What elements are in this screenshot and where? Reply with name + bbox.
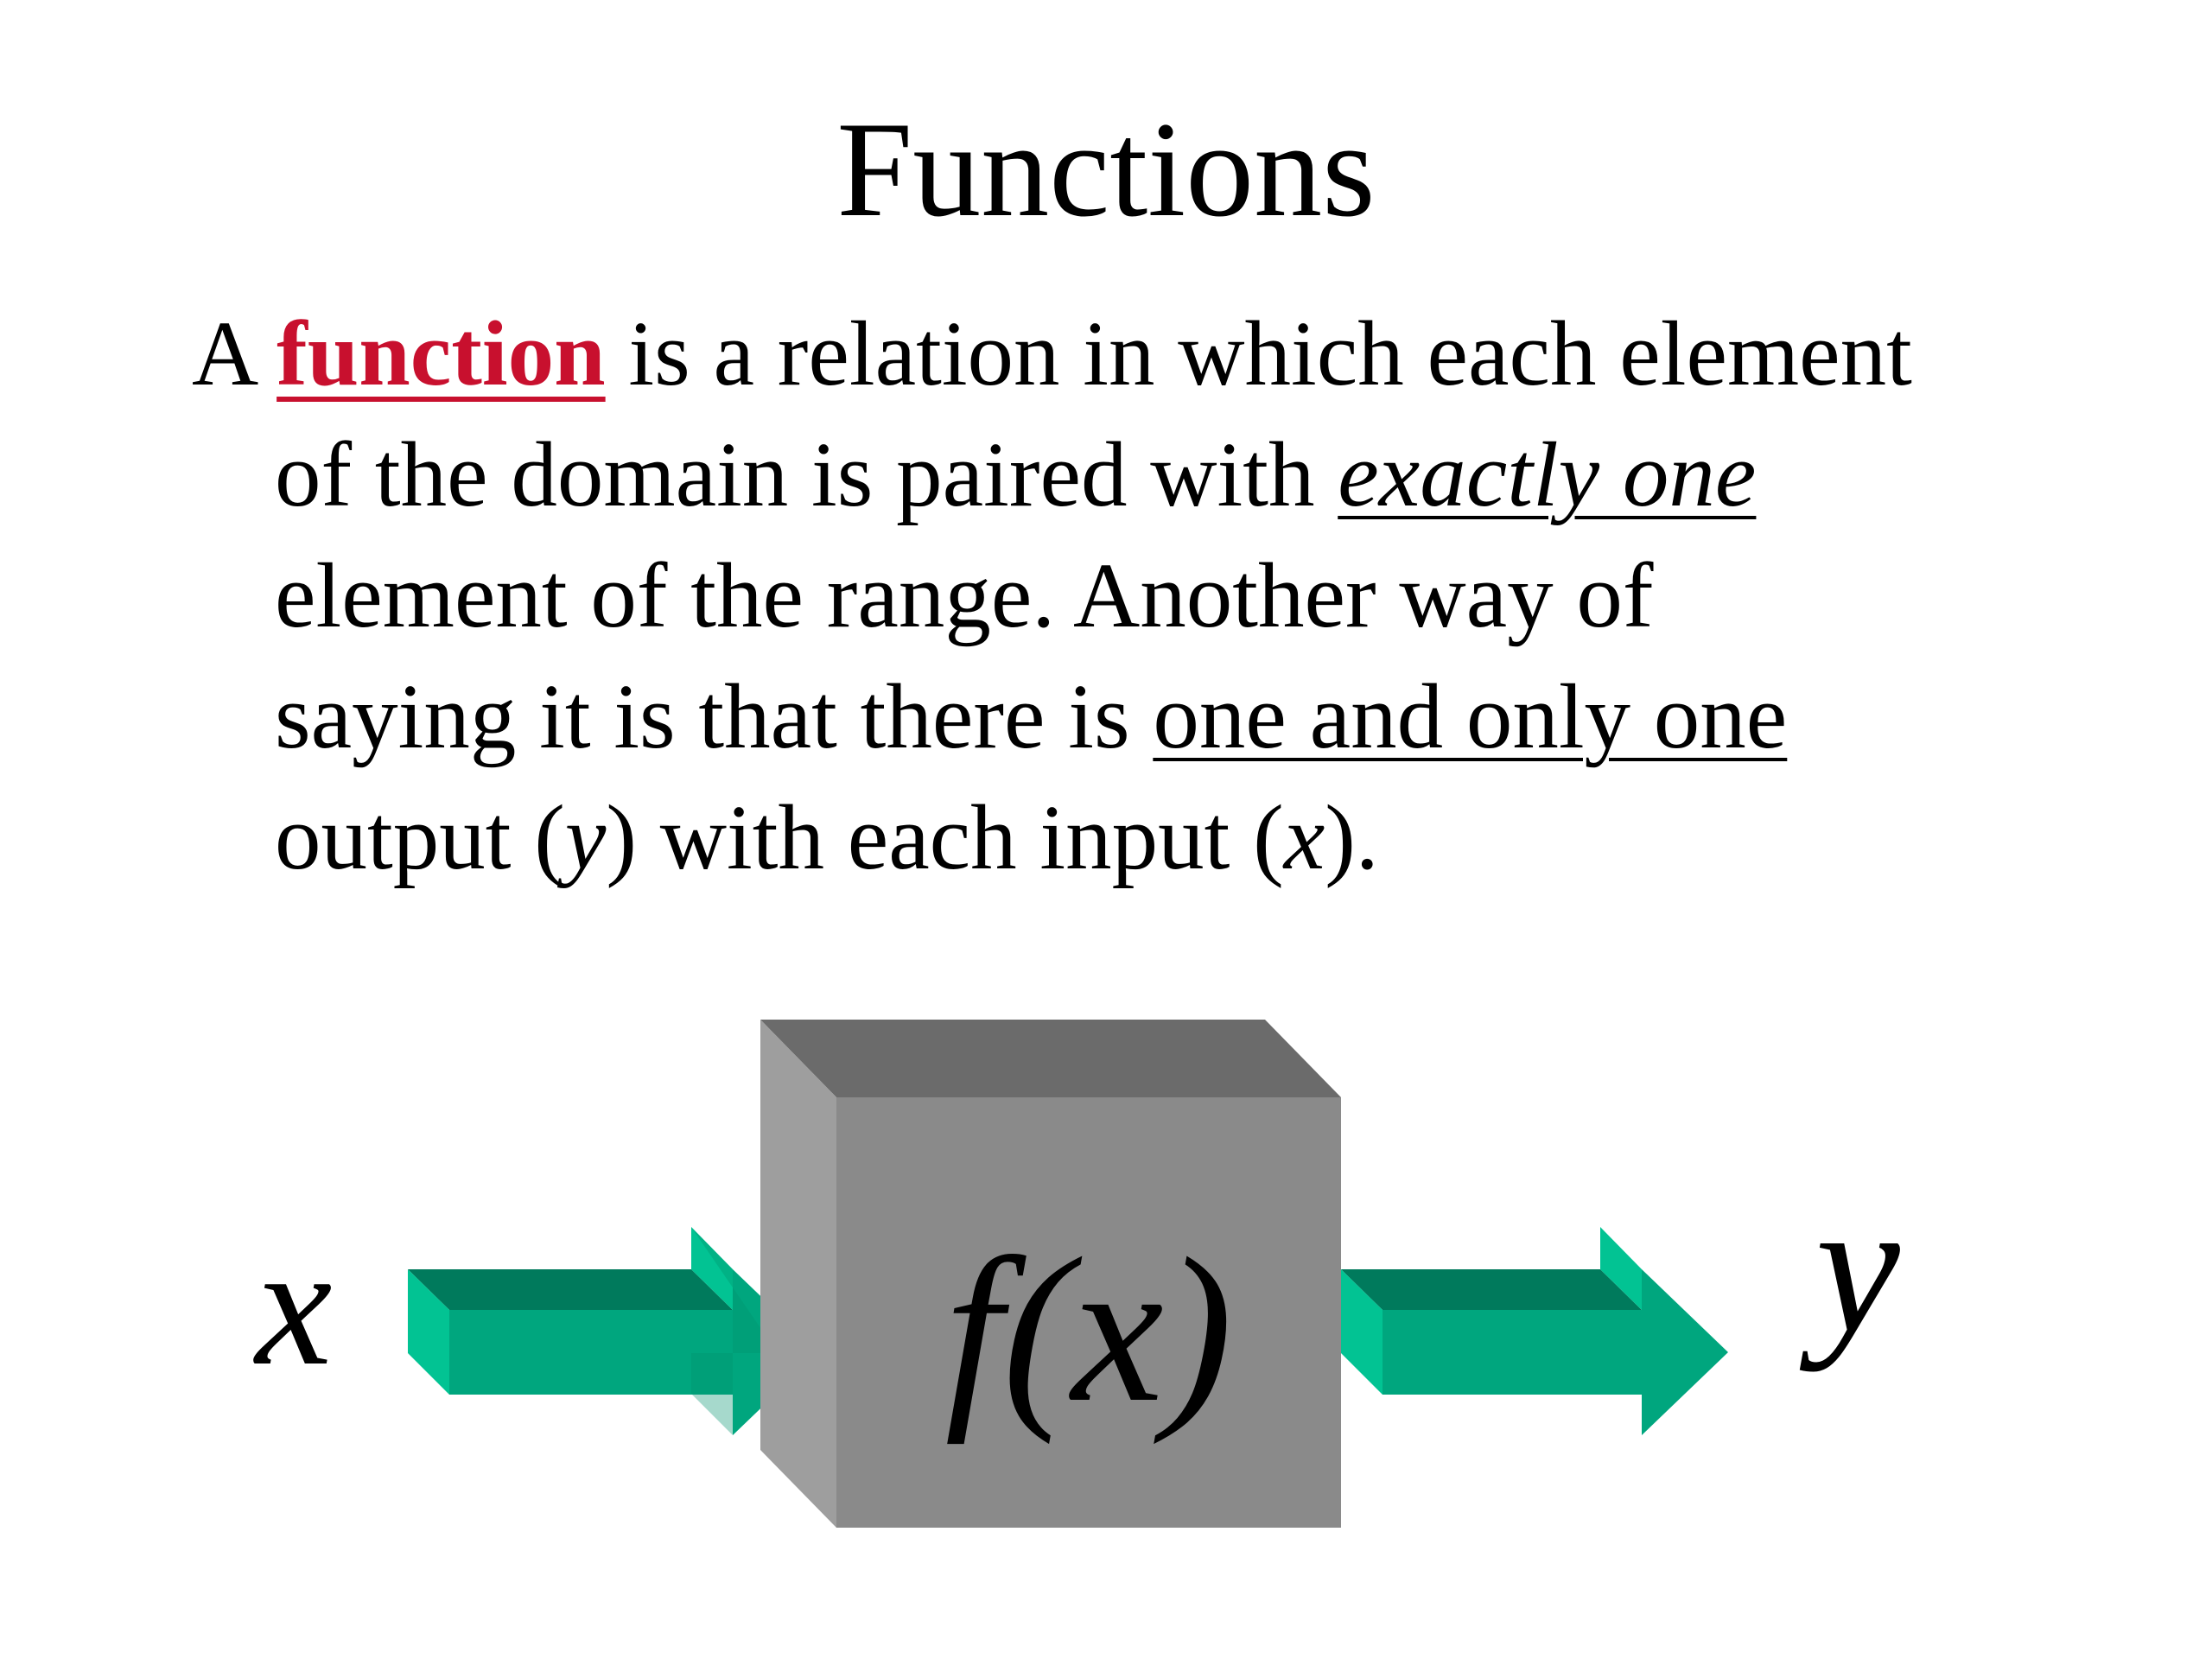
definition-line1-rest: is a relation in which each element	[628, 303, 1912, 405]
slide-title: Functions	[836, 94, 1376, 245]
function-box-front-face	[836, 1097, 1341, 1528]
function-term: function	[276, 303, 606, 405]
definition-line5-a: output (	[275, 787, 565, 889]
input-arrow-head-side	[691, 1227, 778, 1435]
definition-line4-start: saying it is that there is	[275, 666, 1130, 768]
definition-line-5: output (y) with each input (x).	[192, 778, 2127, 899]
output-variable-y: y	[564, 787, 607, 889]
definition-line5-c: ).	[1325, 787, 1379, 889]
definition-line2-start: of the domain is paired with	[275, 424, 1315, 526]
output-label-y: y	[1799, 1161, 1900, 1372]
definition-line-4: saying it is that there is one and only …	[192, 657, 2127, 778]
input-arrow-front-face	[449, 1269, 819, 1435]
one-and-only-one-emphasis: one and only one	[1153, 666, 1788, 768]
definition-line-2: of the domain is paired with exactly one	[192, 415, 2127, 536]
input-arrow-head-top-face	[691, 1227, 733, 1310]
function-box-top-face	[760, 1020, 1341, 1097]
output-arrow-front-face	[1382, 1269, 1728, 1435]
box-label-fx: f(x)	[944, 1215, 1232, 1445]
function-box	[760, 1020, 1341, 1528]
definition-text: A function is a relation in which each e…	[192, 294, 2127, 899]
definition-line5-b: ) with each input (	[606, 787, 1284, 889]
output-arrow	[1341, 1227, 1728, 1435]
output-arrow-left-face	[1341, 1269, 1382, 1395]
function-box-left-face	[760, 1020, 836, 1528]
output-arrow-head-top-face	[1600, 1227, 1642, 1310]
definition-line-1: A function is a relation in which each e…	[192, 294, 2127, 415]
input-variable-x: x	[1283, 787, 1325, 889]
definition-line-3: element of the range. Another way of	[275, 545, 1654, 647]
definition-lead: A	[192, 303, 254, 405]
input-label-x: x	[253, 1211, 333, 1402]
output-arrow-top-face	[1341, 1269, 1642, 1310]
input-arrow-left-face	[408, 1269, 449, 1395]
exactly-one-emphasis: exactly one	[1338, 424, 1757, 526]
input-arrow	[408, 1227, 819, 1435]
input-arrow-top-face	[408, 1269, 733, 1310]
